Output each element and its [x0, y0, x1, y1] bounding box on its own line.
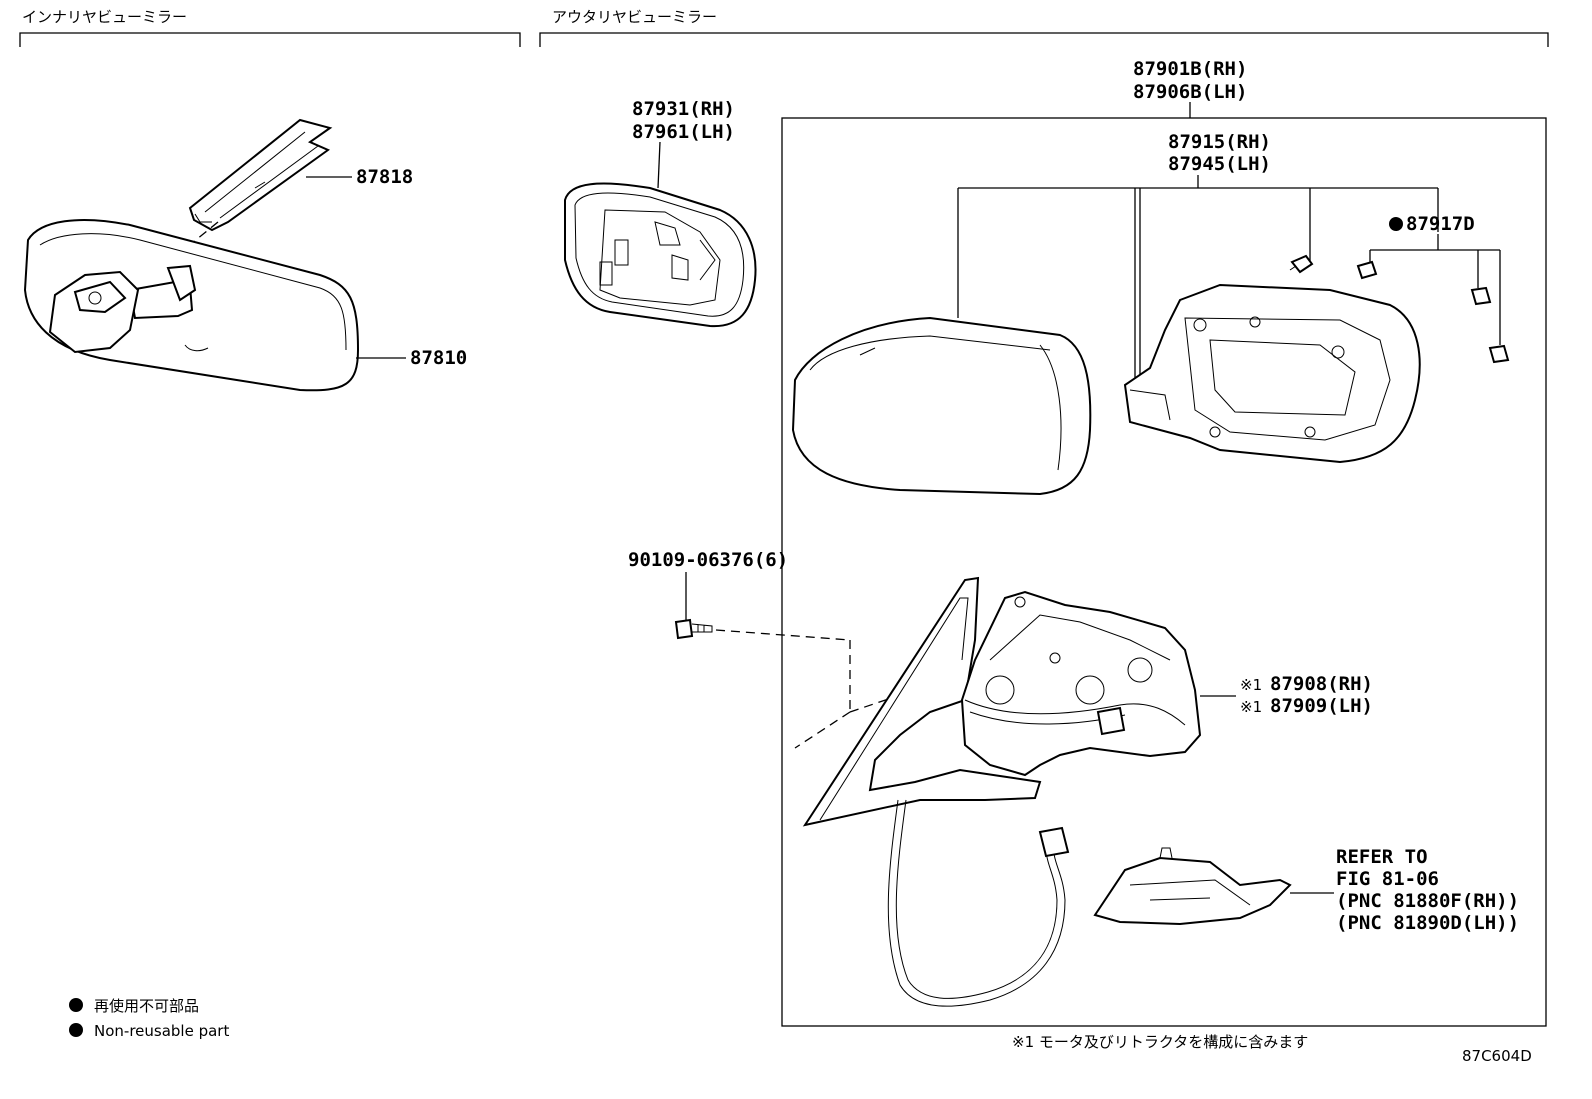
ref-mark-87909: ※1: [1240, 698, 1262, 716]
retractor-motor-assembly: [960, 590, 1202, 777]
turn-signal-lamp: [1093, 847, 1292, 926]
leader-87915-tree: [957, 175, 1439, 385]
callout-87917d: 87917D: [1406, 213, 1475, 235]
bolt-dashline: [715, 629, 916, 749]
callout-87810: 87810: [410, 347, 467, 369]
leader-87931: [657, 141, 661, 189]
callout-87945-lh: 87945(LH): [1168, 153, 1271, 175]
callout-87931-rh: 87931(RH): [632, 98, 735, 120]
bracket-mount-dashline: [109, 221, 219, 311]
mirror-glass-87931: [564, 182, 757, 328]
leader-87917d-tree: [1369, 234, 1501, 345]
screw-icon: [1289, 254, 1314, 274]
ref-mark-87908: ※1: [1240, 676, 1262, 694]
refer-to-line4: (PNC 81890D(LH)): [1336, 912, 1519, 934]
callout-87901b-rh: 87901B(RH): [1133, 58, 1247, 80]
wire-harness: [887, 799, 1070, 1007]
non-reusable-dot-icon: [1389, 217, 1403, 231]
clip-icon: [1488, 344, 1510, 364]
callout-87908-rh: 87908(RH): [1270, 673, 1373, 695]
inner-section-bracket: [19, 32, 521, 47]
refer-to-line2: FIG 81-06: [1336, 868, 1439, 890]
mirror-housing-frame: [1123, 283, 1421, 464]
clip-icon: [1356, 260, 1378, 280]
callout-90109-06376: 90109-06376(6): [628, 549, 788, 571]
callout-87909-lh: 87909(LH): [1270, 695, 1373, 717]
clip-icon: [1470, 286, 1492, 306]
inner-mirror-section-title: インナリヤビューミラー: [22, 8, 187, 26]
mirror-cover-87915: [791, 316, 1092, 496]
callout-87818: 87818: [356, 166, 413, 188]
bolt-icon: [674, 618, 713, 640]
outer-mirror-section-title: アウタリヤビューミラー: [552, 8, 717, 26]
assembly-box-87901b: [781, 117, 1547, 1027]
legend-dot-icon: [69, 998, 83, 1012]
refer-to-line3: (PNC 81880F(RH)): [1336, 890, 1519, 912]
legend-jp: 再使用不可部品: [94, 997, 199, 1015]
legend-en: Non-reusable part: [94, 1022, 229, 1040]
callout-87961-lh: 87961(LH): [632, 121, 735, 143]
figure-code: 87C604D: [1462, 1047, 1532, 1065]
mirror-base-87908: [802, 576, 1042, 827]
inner-mirror-bracket-87818: [188, 118, 333, 232]
outer-section-bracket: [539, 32, 1549, 47]
callout-87915-rh: 87915(RH): [1168, 131, 1271, 153]
callout-87906b-lh: 87906B(LH): [1133, 81, 1247, 103]
refer-to-line1: REFER TO: [1336, 846, 1428, 868]
inner-mirror-body-87810: [23, 219, 360, 392]
legend-dot-icon: [69, 1023, 83, 1037]
footnote: ※1 モータ及びリトラクタを構成に含みます: [1012, 1033, 1308, 1051]
